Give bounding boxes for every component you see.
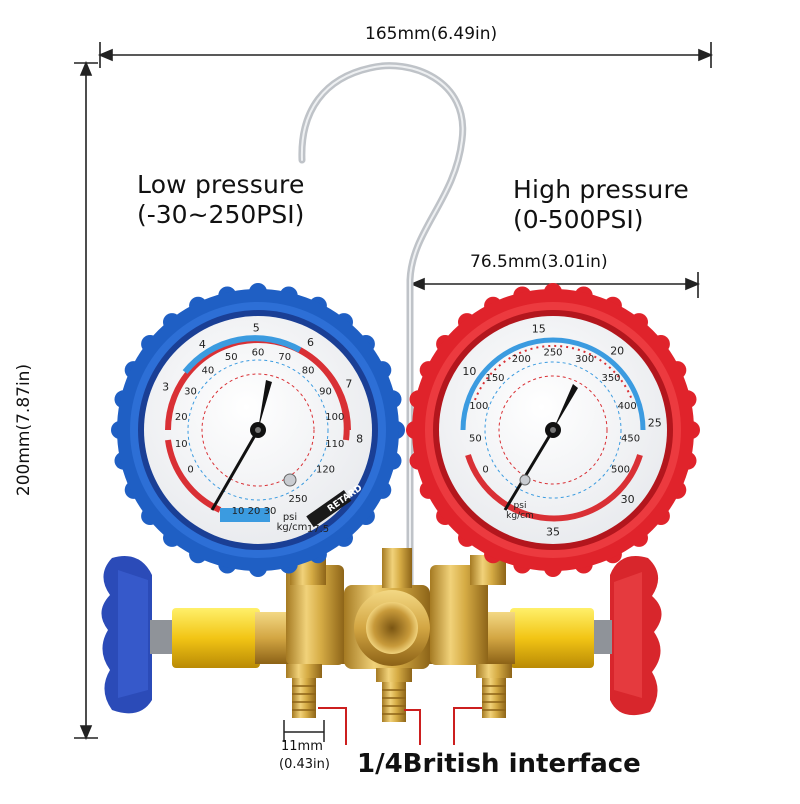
brass-manifold-body (255, 548, 515, 669)
low-gauge-unit-label: 10 (232, 506, 245, 517)
low-scale-tick-label: 90 (319, 386, 332, 397)
low-scale-tick-label: 30 (184, 386, 197, 397)
low-outer-tick-label: 7 (345, 377, 352, 390)
port-size-mm-label: 11mm (281, 739, 323, 754)
low-scale-tick-label: 110 (325, 439, 344, 450)
width-dimension-label: 165mm(6.49in) (365, 24, 498, 44)
gauge-diameter-label: 76.5mm(3.01in) (470, 252, 608, 272)
high-scale-tick-label: 50 (469, 434, 482, 445)
low-gauge-needle (210, 429, 260, 511)
low-scale-tick-label: 20 (175, 412, 188, 423)
high-outer-tick-label: 15 (532, 323, 546, 336)
low-scale-tick-label: 60 (252, 347, 265, 358)
high-pressure-gauge: 0 50 100 150 200 250 300 350 400 450 500 10 15 20 25 30… (406, 283, 700, 577)
port-annotation-lines (318, 707, 482, 745)
low-scale-tick-label: 100 (325, 412, 344, 423)
height-dimension-line (74, 60, 98, 741)
high-outer-tick-label: 30 (621, 493, 635, 506)
low-outer-tick-label: 5 (253, 322, 260, 335)
port-size-in-label: (0.43in) (279, 757, 330, 772)
high-scale-tick-label: 250 (543, 347, 562, 358)
low-gauge-unit-label: kg/cm (277, 522, 308, 533)
low-outer-tick-label: 6 (307, 336, 314, 349)
low-scale-tick-label: 10 (175, 439, 188, 450)
high-outer-tick-label: 35 (546, 526, 560, 539)
high-scale-tick-label: 100 (469, 401, 488, 412)
interface-label: 1/4British interface (357, 749, 641, 779)
low-gauge-unit-label: psi (283, 512, 297, 523)
high-scale-tick-label: 150 (485, 373, 504, 384)
center-threaded-port (376, 668, 412, 722)
high-scale-tick-label: 500 (611, 464, 630, 475)
high-scale-tick-label: 450 (621, 434, 640, 445)
high-side-knob (590, 556, 662, 716)
port-size-marker (283, 720, 325, 742)
right-threaded-port (476, 664, 512, 718)
high-outer-tick-label: 25 (648, 417, 662, 430)
low-gauge-unit-label: 250 (288, 494, 307, 505)
high-outer-tick-label: 10 (462, 365, 476, 378)
high-scale-tick-label: 350 (601, 373, 620, 384)
low-pressure-title: Low pressure (137, 170, 305, 199)
height-dimension-label: 200mm(7.87in) (14, 363, 34, 497)
high-outer-tick-label: 20 (610, 344, 624, 357)
low-pressure-range: (-30~250PSI) (137, 200, 305, 229)
high-side-hex-nut (510, 608, 594, 668)
high-gauge-unit-label: kg/cm (506, 511, 534, 521)
low-scale-tick-label: 40 (202, 366, 215, 377)
high-gauge-scale: 0 50 100 150 200 250 300 350 400 450 500 10 15 20 25 30… (462, 323, 661, 539)
high-scale-tick-label: 300 (575, 354, 594, 365)
width-dimension-line (97, 42, 714, 68)
low-scale-tick-label: 50 (225, 352, 238, 363)
high-pressure-range: (0-500PSI) (513, 205, 644, 234)
low-outer-tick-label: 4 (199, 338, 206, 351)
low-side-hex-nut (172, 608, 260, 668)
low-gauge-unit-label: 30 (264, 506, 277, 517)
high-scale-tick-label: 200 (512, 354, 531, 365)
low-outer-tick-label: 8 (356, 433, 363, 446)
low-scale-tick-label: 120 (316, 464, 335, 475)
low-scale-tick-label: 0 (187, 464, 193, 475)
low-scale-tick-label: 80 (302, 366, 315, 377)
retard-band (306, 490, 352, 528)
low-outer-tick-label: 3 (162, 381, 169, 394)
left-threaded-port (286, 664, 322, 718)
high-gauge-needle (503, 429, 555, 511)
low-gauge-unit-label: 20 (248, 506, 261, 517)
low-gauge-unit-label: 17.5 (307, 524, 329, 535)
high-gauge-unit-label: psi (514, 501, 527, 511)
high-scale-tick-label: 400 (618, 401, 637, 412)
high-scale-tick-label: 0 (482, 464, 488, 475)
low-scale-tick-label: 70 (278, 352, 291, 363)
low-side-knob (101, 556, 172, 714)
high-pressure-title: High pressure (513, 175, 689, 204)
